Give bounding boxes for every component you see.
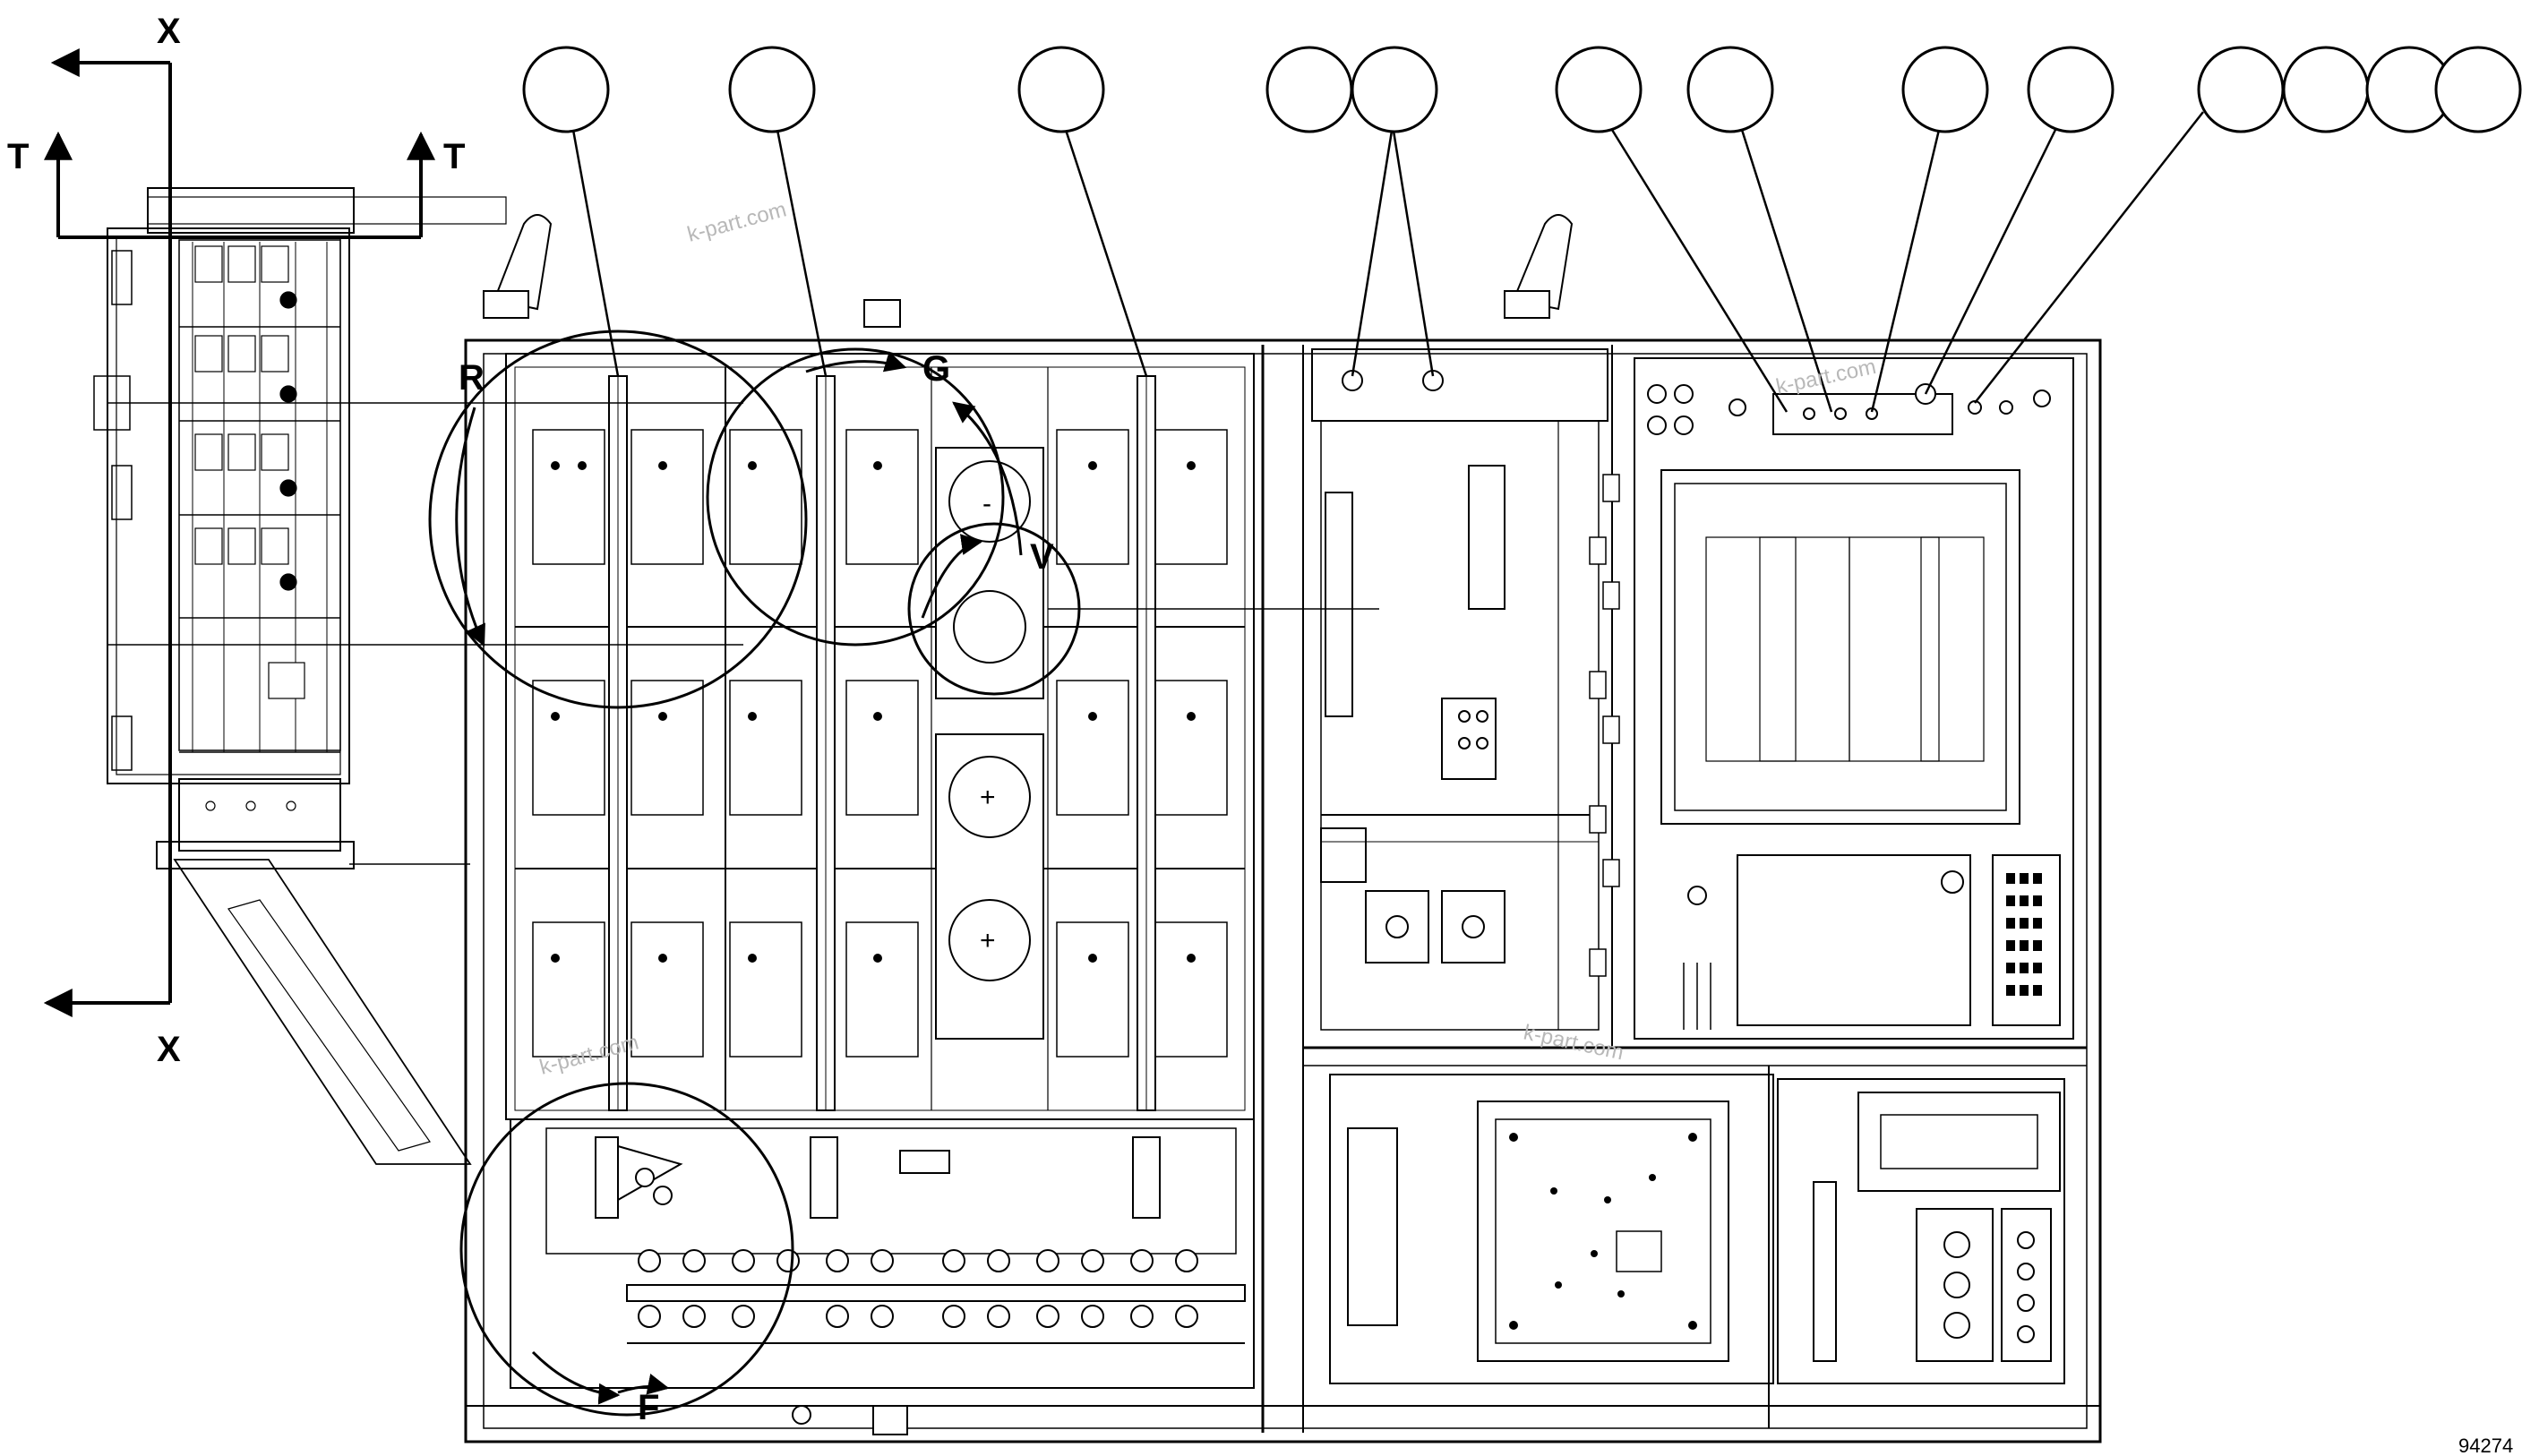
detail-label-f: F — [638, 1388, 659, 1427]
cabinet-frame — [464, 338, 2102, 1443]
detail-circles — [428, 330, 1081, 1417]
svg-text:-: - — [982, 489, 991, 518]
section-label-t-left: T — [7, 137, 29, 176]
bottom-middle-section — [1329, 1074, 1774, 1384]
detail-label-v: V — [1030, 537, 1054, 577]
section-label-x-bottom: X — [157, 1030, 181, 1069]
watermark: k-part.com — [1522, 1020, 1626, 1065]
side-door-view — [93, 187, 507, 1165]
svg-text:+: + — [980, 783, 996, 812]
terminal-block-grid — [2006, 873, 2042, 996]
module-terminals — [551, 461, 1196, 963]
callout-balloon — [728, 46, 816, 133]
lifting-eye-right — [1504, 214, 1574, 319]
detail-label-g: G — [922, 349, 950, 389]
middle-control-section — [1311, 348, 1608, 1031]
callout-balloon — [1265, 46, 1353, 133]
watermark: k-part.com — [685, 197, 789, 246]
callout-leaders — [571, 111, 2204, 413]
callout-balloon — [2197, 46, 2285, 133]
svg-text:+: + — [980, 926, 996, 955]
detail-label-r: R — [459, 358, 485, 398]
top-bracket — [863, 299, 901, 328]
callout-balloon — [1555, 46, 1643, 133]
callout-balloon — [2282, 46, 2370, 133]
dc-bus-section — [510, 1118, 1255, 1389]
callout-balloon — [2434, 46, 2522, 133]
control-rack-section — [1634, 357, 2074, 1040]
bottom-bracket — [872, 1405, 908, 1435]
bus-terminal-row — [635, 1168, 1198, 1425]
vertical-busbars — [608, 375, 1156, 1111]
section-indicators — [43, 48, 435, 1017]
callout-balloon — [522, 46, 610, 133]
contactor-terminals — [1943, 1231, 2035, 1343]
relay-column — [1589, 474, 1620, 977]
middle-section-details — [1342, 370, 1488, 938]
callout-balloon — [1017, 46, 1105, 133]
power-module-section — [505, 353, 1255, 1120]
side-door-components — [194, 245, 305, 811]
callout-balloon — [1686, 46, 1774, 133]
bottom-right-section — [1777, 1078, 2065, 1384]
capacitor-stack: - + + — [935, 447, 1044, 1040]
figure-number: 94274 — [2458, 1435, 2513, 1456]
callout-balloon — [2027, 46, 2115, 133]
section-label-x-top: X — [157, 12, 181, 51]
igbt-module-grid — [532, 429, 1228, 1058]
reference-lines — [107, 402, 1379, 646]
mounting-plate-holes — [1509, 1133, 1697, 1330]
lifting-eye-left — [483, 214, 553, 319]
section-label-t-right: T — [443, 137, 465, 176]
callout-balloon — [1351, 46, 1438, 133]
callout-balloons — [522, 46, 2522, 133]
callout-balloon — [1901, 46, 1989, 133]
